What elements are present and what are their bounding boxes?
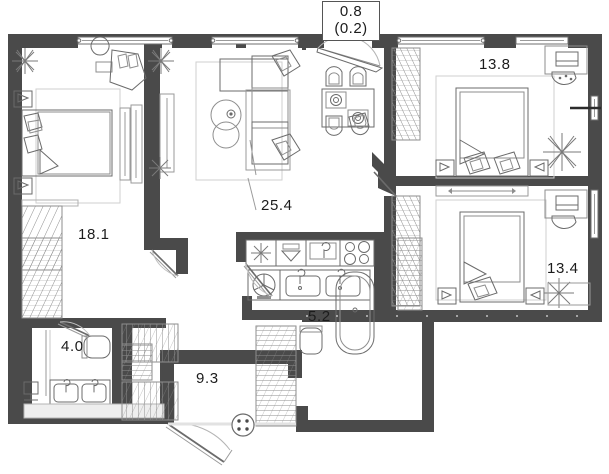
area-label-living-room: 25.4: [261, 197, 293, 214]
room-bedroom-north-furniture: [391, 45, 588, 197]
area-label-bedroom-east: 13.4: [547, 260, 579, 277]
dining-area-furniture: [316, 35, 384, 136]
hallway-storage: [21, 237, 423, 427]
area-label-bedroom-master: 18.1: [78, 226, 110, 243]
room-bedroom-master-furniture: [12, 48, 131, 271]
kitchen-furniture: [245, 239, 375, 267]
room-bathroom-main-furniture: [247, 268, 375, 355]
windows: [76, 36, 601, 239]
electrical-panel-icon: [231, 413, 255, 437]
balcony-area: 0.8: [339, 3, 363, 20]
area-label-bathroom-main: 5.2: [308, 308, 331, 325]
area-label-bathroom-guest: 4.0: [61, 338, 84, 355]
room-living-furniture: [90, 36, 301, 184]
area-label-bedroom-north: 13.8: [479, 56, 511, 73]
area-label-hallway: 9.3: [196, 370, 219, 387]
balcony-area-reduced: (0.2): [334, 19, 368, 37]
balcony-area-callout: 0.8 (0.2): [322, 1, 380, 41]
